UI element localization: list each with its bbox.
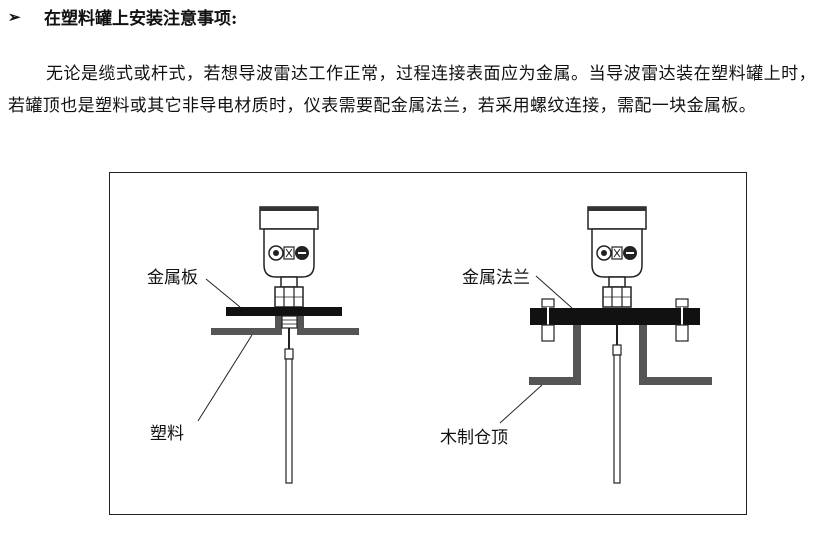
left-diagram: 金属板 塑料 xyxy=(147,206,359,484)
right-diagram: 金属法兰 木制仓顶 xyxy=(440,206,712,484)
wooden-roof-label: 木制仓顶 xyxy=(440,428,508,448)
section-title: 在塑料罐上安装注意事项: xyxy=(44,9,238,29)
arrow-bullet-icon: ➢ xyxy=(8,7,21,26)
metal-flange-label: 金属法兰 xyxy=(462,268,530,288)
plastic-roof-right xyxy=(297,316,359,335)
metal-plate xyxy=(226,307,342,316)
metal-plate-label: 金属板 xyxy=(147,268,198,288)
plastic-label: 塑料 xyxy=(150,424,184,444)
metal-flange xyxy=(530,308,700,325)
radar-transmitter-right xyxy=(587,206,647,308)
section-heading: ➢ 在塑料罐上安装注意事项: xyxy=(8,4,238,30)
body-paragraph: 无论是缆式或杆式，若想导波雷达工作正常，过程连接表面应为金属。当导波雷达装在塑料… xyxy=(8,64,816,116)
wood-roof-right xyxy=(639,325,712,385)
wood-roof-left xyxy=(529,325,581,385)
plastic-roof-left xyxy=(211,316,282,335)
installation-diagram: 金属板 塑料 金属法兰 木制仓顶 xyxy=(147,206,712,484)
installation-figure: 金属板 塑料 金属法兰 木制仓顶 xyxy=(109,172,747,515)
radar-transmitter-left xyxy=(259,206,319,308)
probe-rod-left xyxy=(285,358,293,484)
probe-rod-right xyxy=(613,354,621,484)
